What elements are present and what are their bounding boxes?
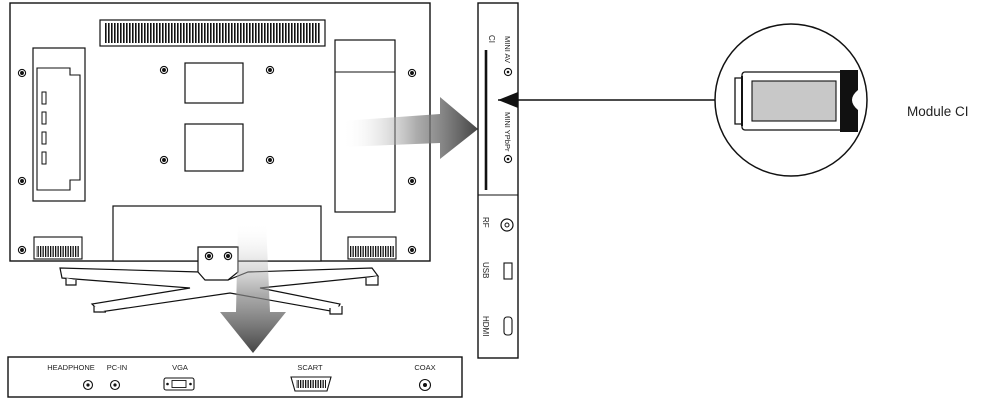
side-label-hdmi: HDMI bbox=[481, 316, 490, 336]
ci-module-callout bbox=[714, 23, 868, 177]
side-label-ci: CI bbox=[487, 35, 496, 43]
usb-port bbox=[503, 262, 513, 280]
tv-stand bbox=[59, 246, 380, 315]
bottom-panel-frame bbox=[7, 356, 463, 398]
ci-insert-arrowhead bbox=[498, 92, 518, 108]
side-label-mini-ypbpr: MINI YPbPr bbox=[503, 112, 512, 152]
ci-module-connector bbox=[840, 70, 858, 132]
bottom-label-coax: COAX bbox=[414, 363, 435, 372]
bottom-label-vga: VGA bbox=[172, 363, 188, 372]
side-label-usb: USB bbox=[481, 262, 490, 278]
module-ci-label: Module CI bbox=[907, 104, 969, 119]
side-panel-frame bbox=[477, 2, 519, 359]
screws bbox=[17, 65, 417, 255]
vesa-plate-top bbox=[184, 62, 244, 104]
bottom-panel: HEADPHONE PC-IN VGA SCART COAX bbox=[7, 356, 463, 398]
side-label-rf: RF bbox=[481, 217, 490, 228]
ci-module-label-area bbox=[751, 80, 837, 122]
side-panel: CI MINI AV MINI YPbPr RF USB HDMI bbox=[477, 2, 519, 359]
bottom-label-headphone: HEADPHONE bbox=[47, 363, 95, 372]
bottom-label-scart: SCART bbox=[297, 363, 323, 372]
left-speaker-inner bbox=[36, 67, 81, 191]
vesa-plate-bottom bbox=[184, 123, 244, 172]
arrow-down-to-bottom-panel bbox=[220, 222, 286, 353]
top-vent-slots bbox=[104, 23, 321, 43]
arrow-right-to-side-panel bbox=[342, 97, 478, 159]
hdmi-port bbox=[503, 316, 513, 336]
side-label-mini-av: MINI AV bbox=[503, 36, 512, 63]
bottom-label-pc-in: PC-IN bbox=[107, 363, 127, 372]
